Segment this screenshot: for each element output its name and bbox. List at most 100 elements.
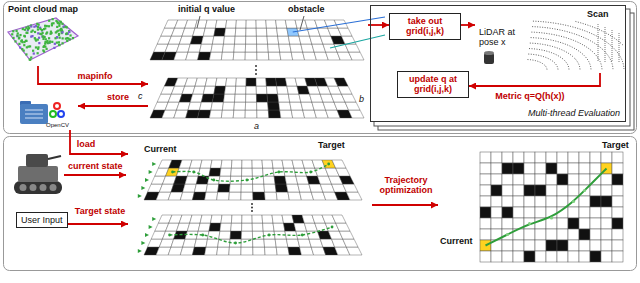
- point: [22, 28, 24, 30]
- grid-cell: [246, 20, 256, 28]
- grid-cell: [524, 251, 535, 262]
- grid-cell: [188, 102, 201, 110]
- grid-cell: [568, 152, 579, 163]
- grid-cell: [231, 160, 242, 168]
- point: [42, 49, 44, 51]
- grid-cell: [291, 110, 304, 118]
- point: [46, 48, 48, 50]
- grid-cell: [192, 192, 206, 200]
- row-marker: [138, 194, 142, 198]
- grid-cell: [275, 184, 288, 192]
- grid-cell: [253, 192, 265, 200]
- grid-cell: [338, 86, 352, 94]
- grid-cell: [568, 163, 579, 174]
- state-arrow: [64, 174, 126, 176]
- grid-cell: [568, 251, 579, 262]
- illustration-group: [8, 16, 624, 262]
- grid-cell: [579, 152, 590, 163]
- grid-cell: [546, 251, 557, 262]
- grid-cell: [266, 28, 277, 36]
- waypoint: [171, 171, 174, 174]
- point: [25, 40, 27, 42]
- grid-cell: [579, 229, 590, 240]
- flow-arrow: [70, 130, 128, 154]
- point: [42, 38, 44, 40]
- grid-cell: [491, 218, 502, 229]
- grid-cell: [612, 251, 623, 262]
- dot: [251, 207, 253, 209]
- grid-cell: [246, 86, 257, 94]
- arrow-label: Target state: [74, 207, 126, 217]
- grid-cell: [568, 240, 579, 251]
- grid-cell: [242, 168, 253, 176]
- grid-cell: [524, 174, 535, 185]
- grid-cell: [242, 223, 253, 231]
- flow-arrow: [469, 73, 600, 86]
- thread-panel-ground: [370, 5, 626, 122]
- grid-cell: [236, 78, 246, 86]
- grid-cell: [222, 44, 234, 52]
- grid-cell: [579, 196, 590, 207]
- grid-cell: [546, 163, 557, 174]
- grid-cell: [221, 52, 234, 60]
- grid-cell: [612, 152, 623, 163]
- point: [15, 30, 17, 32]
- point: [25, 27, 27, 29]
- grid-cell: [267, 36, 279, 44]
- point: [55, 31, 57, 33]
- grid-cell: [257, 110, 269, 118]
- point: [41, 35, 43, 37]
- grid-cell: [230, 176, 242, 184]
- flow-arrow: [68, 223, 128, 225]
- grid-cell: [224, 94, 236, 102]
- grid-cell: [264, 184, 276, 192]
- point: [38, 42, 40, 44]
- lidar-icon-top: [484, 51, 494, 55]
- grid-cell: [218, 184, 230, 192]
- point: [58, 41, 60, 43]
- point: [52, 22, 54, 24]
- grid-cell: [263, 223, 275, 231]
- grid-cell: [280, 52, 293, 60]
- point: [43, 28, 45, 30]
- grid-cell: [276, 192, 289, 200]
- grid-cell: [579, 207, 590, 218]
- point: [41, 32, 43, 34]
- trajectory-path: [173, 164, 329, 181]
- grid-cell: [198, 52, 211, 60]
- grid-cell: [612, 218, 623, 229]
- grid-cell: [233, 52, 245, 60]
- row-marker: [152, 217, 156, 221]
- point: [51, 41, 53, 43]
- node-text: Current: [440, 236, 473, 246]
- grid-cell: [246, 78, 256, 86]
- node-text: Current: [144, 144, 177, 154]
- grid-cell: [285, 176, 298, 184]
- arrow-label: load: [76, 140, 97, 150]
- grid-cell: [502, 229, 513, 240]
- dimension-label: c: [138, 91, 143, 101]
- grid-cell: [183, 239, 197, 247]
- point: [56, 26, 58, 28]
- scan-ring: [575, 21, 623, 45]
- grid-cell: [245, 102, 256, 110]
- grid-cell: [263, 168, 275, 176]
- grid-cell: [557, 185, 568, 196]
- grid-cell: [278, 94, 290, 102]
- grid-cell: [225, 28, 236, 36]
- grid-cell: [205, 78, 217, 86]
- grid-cell: [590, 152, 601, 163]
- grid-cell: [341, 94, 356, 102]
- grid-cell: [264, 239, 276, 247]
- grid-cell: [279, 102, 292, 110]
- trajectory-path: [170, 227, 332, 243]
- grid-cell: [217, 247, 230, 255]
- grid-cell: [524, 163, 535, 174]
- grid-cell: [346, 247, 362, 255]
- grid-cell: [535, 163, 546, 174]
- grid-cell: [343, 184, 358, 192]
- grid-cell: [291, 52, 304, 60]
- grid-cell: [272, 215, 284, 223]
- grid-cell: [221, 160, 232, 168]
- row-marker: [138, 249, 142, 253]
